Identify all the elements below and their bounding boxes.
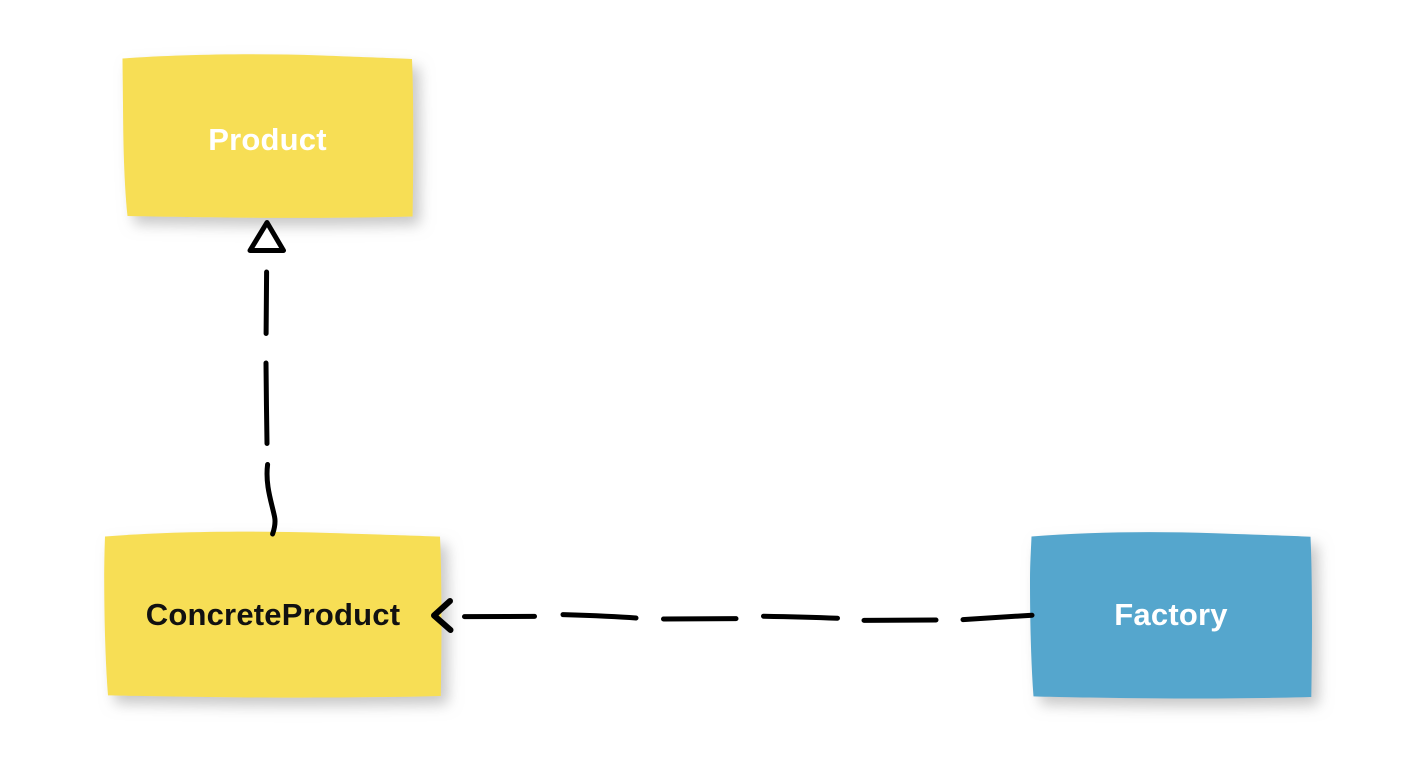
node-factory-shape	[1030, 532, 1312, 699]
generalization-line-segment-2	[263, 360, 270, 446]
node-concreteproduct-shape	[104, 531, 442, 698]
edge-realization[interactable]	[431, 598, 1035, 633]
realization-line-segment-2	[560, 612, 639, 621]
generalization-line-segment-3	[264, 462, 278, 537]
node-concreteproduct[interactable]	[104, 531, 442, 698]
node-product[interactable]	[122, 54, 414, 218]
edge-generalization[interactable]	[247, 220, 286, 537]
generalization-line-segment-1	[263, 269, 270, 336]
realization-line-segment-6	[960, 612, 1035, 623]
generalization-hollow-triangle-arrowhead	[247, 220, 286, 253]
node-factory[interactable]	[1030, 532, 1312, 699]
realization-line-segment-4	[761, 613, 840, 621]
realization-open-arrowhead	[431, 598, 454, 633]
node-product-shape	[122, 54, 414, 218]
